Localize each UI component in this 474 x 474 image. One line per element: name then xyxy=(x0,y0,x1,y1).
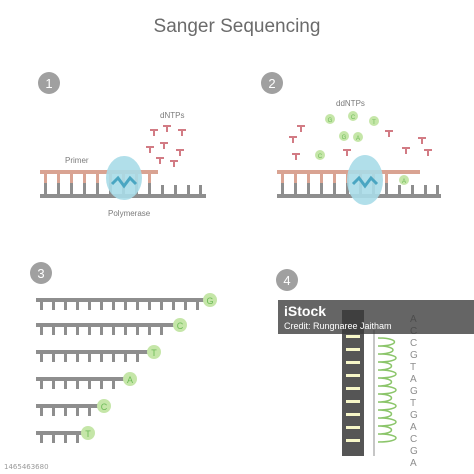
gel-lane xyxy=(342,310,364,456)
step-1-number: 1 xyxy=(45,76,52,91)
fragment-base-letter: T xyxy=(85,429,91,439)
gel-bands xyxy=(346,335,360,442)
sequence-base: G xyxy=(410,386,418,397)
sequence-base: C xyxy=(410,434,417,445)
incorporated-ddntp-letter: A xyxy=(402,179,406,185)
terminating-base xyxy=(203,293,217,307)
ddntp-letter: G xyxy=(328,118,333,124)
ddntp-letter: C xyxy=(318,154,323,160)
incorporated-ddntp xyxy=(399,175,409,185)
fragment-base-letter: C xyxy=(177,321,184,331)
step-1-badge: 1 xyxy=(38,72,60,94)
fragment-base-letter: C xyxy=(101,402,108,412)
fragment-base-letter: G xyxy=(206,296,213,306)
sequence-base: G xyxy=(410,410,418,421)
ddntp-token xyxy=(353,132,363,142)
terminating-base xyxy=(147,345,161,359)
fragment-base-letter: T xyxy=(151,348,157,358)
step-3-number: 3 xyxy=(37,266,44,281)
primer-strand xyxy=(40,170,158,174)
sequence-base: A xyxy=(410,458,417,469)
panel-3: G C T xyxy=(36,293,217,443)
ddntp-token xyxy=(348,111,358,121)
ddntp-token xyxy=(325,114,335,124)
fragment-row: C xyxy=(36,318,187,335)
ddntp-token xyxy=(339,131,349,141)
sequence-base: C xyxy=(410,338,417,349)
dntp-cluster xyxy=(146,125,186,167)
sequence-base: T xyxy=(410,398,416,409)
fragment-row: C xyxy=(36,399,111,416)
fragment-row: A xyxy=(36,372,137,389)
image-id: 1465463680 xyxy=(4,463,49,471)
terminating-base xyxy=(123,372,137,386)
sequence-base: G xyxy=(410,446,418,457)
panel-2: A G C T G A C ddNTPs xyxy=(277,99,441,205)
stock-watermark: iStock Credit: Rungnaree Jaitham xyxy=(278,300,474,334)
primer-label: Primer xyxy=(65,156,89,165)
watermark-credit: Credit: Rungnaree Jaitham xyxy=(284,321,392,331)
ddntp-letter: G xyxy=(342,135,347,141)
page-title: Sanger Sequencing xyxy=(153,16,321,37)
sequence-base: T xyxy=(410,362,416,373)
ddntps-label: ddNTPs xyxy=(336,99,365,108)
terminating-base xyxy=(173,318,187,332)
sequence-readout: A C C G T A G T G A C G A xyxy=(410,314,418,469)
ddntp-token xyxy=(369,116,379,126)
ddntp-letter: A xyxy=(356,136,360,142)
step-2-number: 2 xyxy=(268,76,275,91)
ddntp-letter: T xyxy=(372,120,376,126)
chromatogram-trace xyxy=(377,337,397,443)
ddntp-letter: C xyxy=(351,115,356,121)
step-2-badge: 2 xyxy=(261,72,283,94)
fragment-row: T xyxy=(36,426,95,443)
watermark-logo: iStock xyxy=(284,303,326,319)
fragment-base-letter: A xyxy=(127,375,133,385)
terminating-base xyxy=(81,426,95,440)
polymerase-2 xyxy=(347,155,383,205)
dntp-cluster-2 xyxy=(289,125,432,160)
fragment-row: G xyxy=(36,293,217,310)
panel-1: dNTPs Primer Polymerase xyxy=(40,111,206,218)
step-3-badge: 3 xyxy=(30,262,52,284)
terminating-base xyxy=(97,399,111,413)
polymerase-label: Polymerase xyxy=(108,209,151,218)
ddntp-token xyxy=(315,150,325,160)
step-4-number: 4 xyxy=(283,273,290,288)
step-4-badge: 4 xyxy=(276,269,298,291)
dntps-label: dNTPs xyxy=(160,111,184,120)
sequence-base: G xyxy=(410,350,418,361)
ddntp-cluster: G C T G A C xyxy=(315,111,379,160)
sequence-base: A xyxy=(410,422,417,433)
sequence-base: A xyxy=(410,374,417,385)
polymerase-1 xyxy=(106,156,142,200)
panel-4: A C C G T A G T G A C G A xyxy=(342,310,418,469)
fragment-row: T xyxy=(36,345,161,362)
